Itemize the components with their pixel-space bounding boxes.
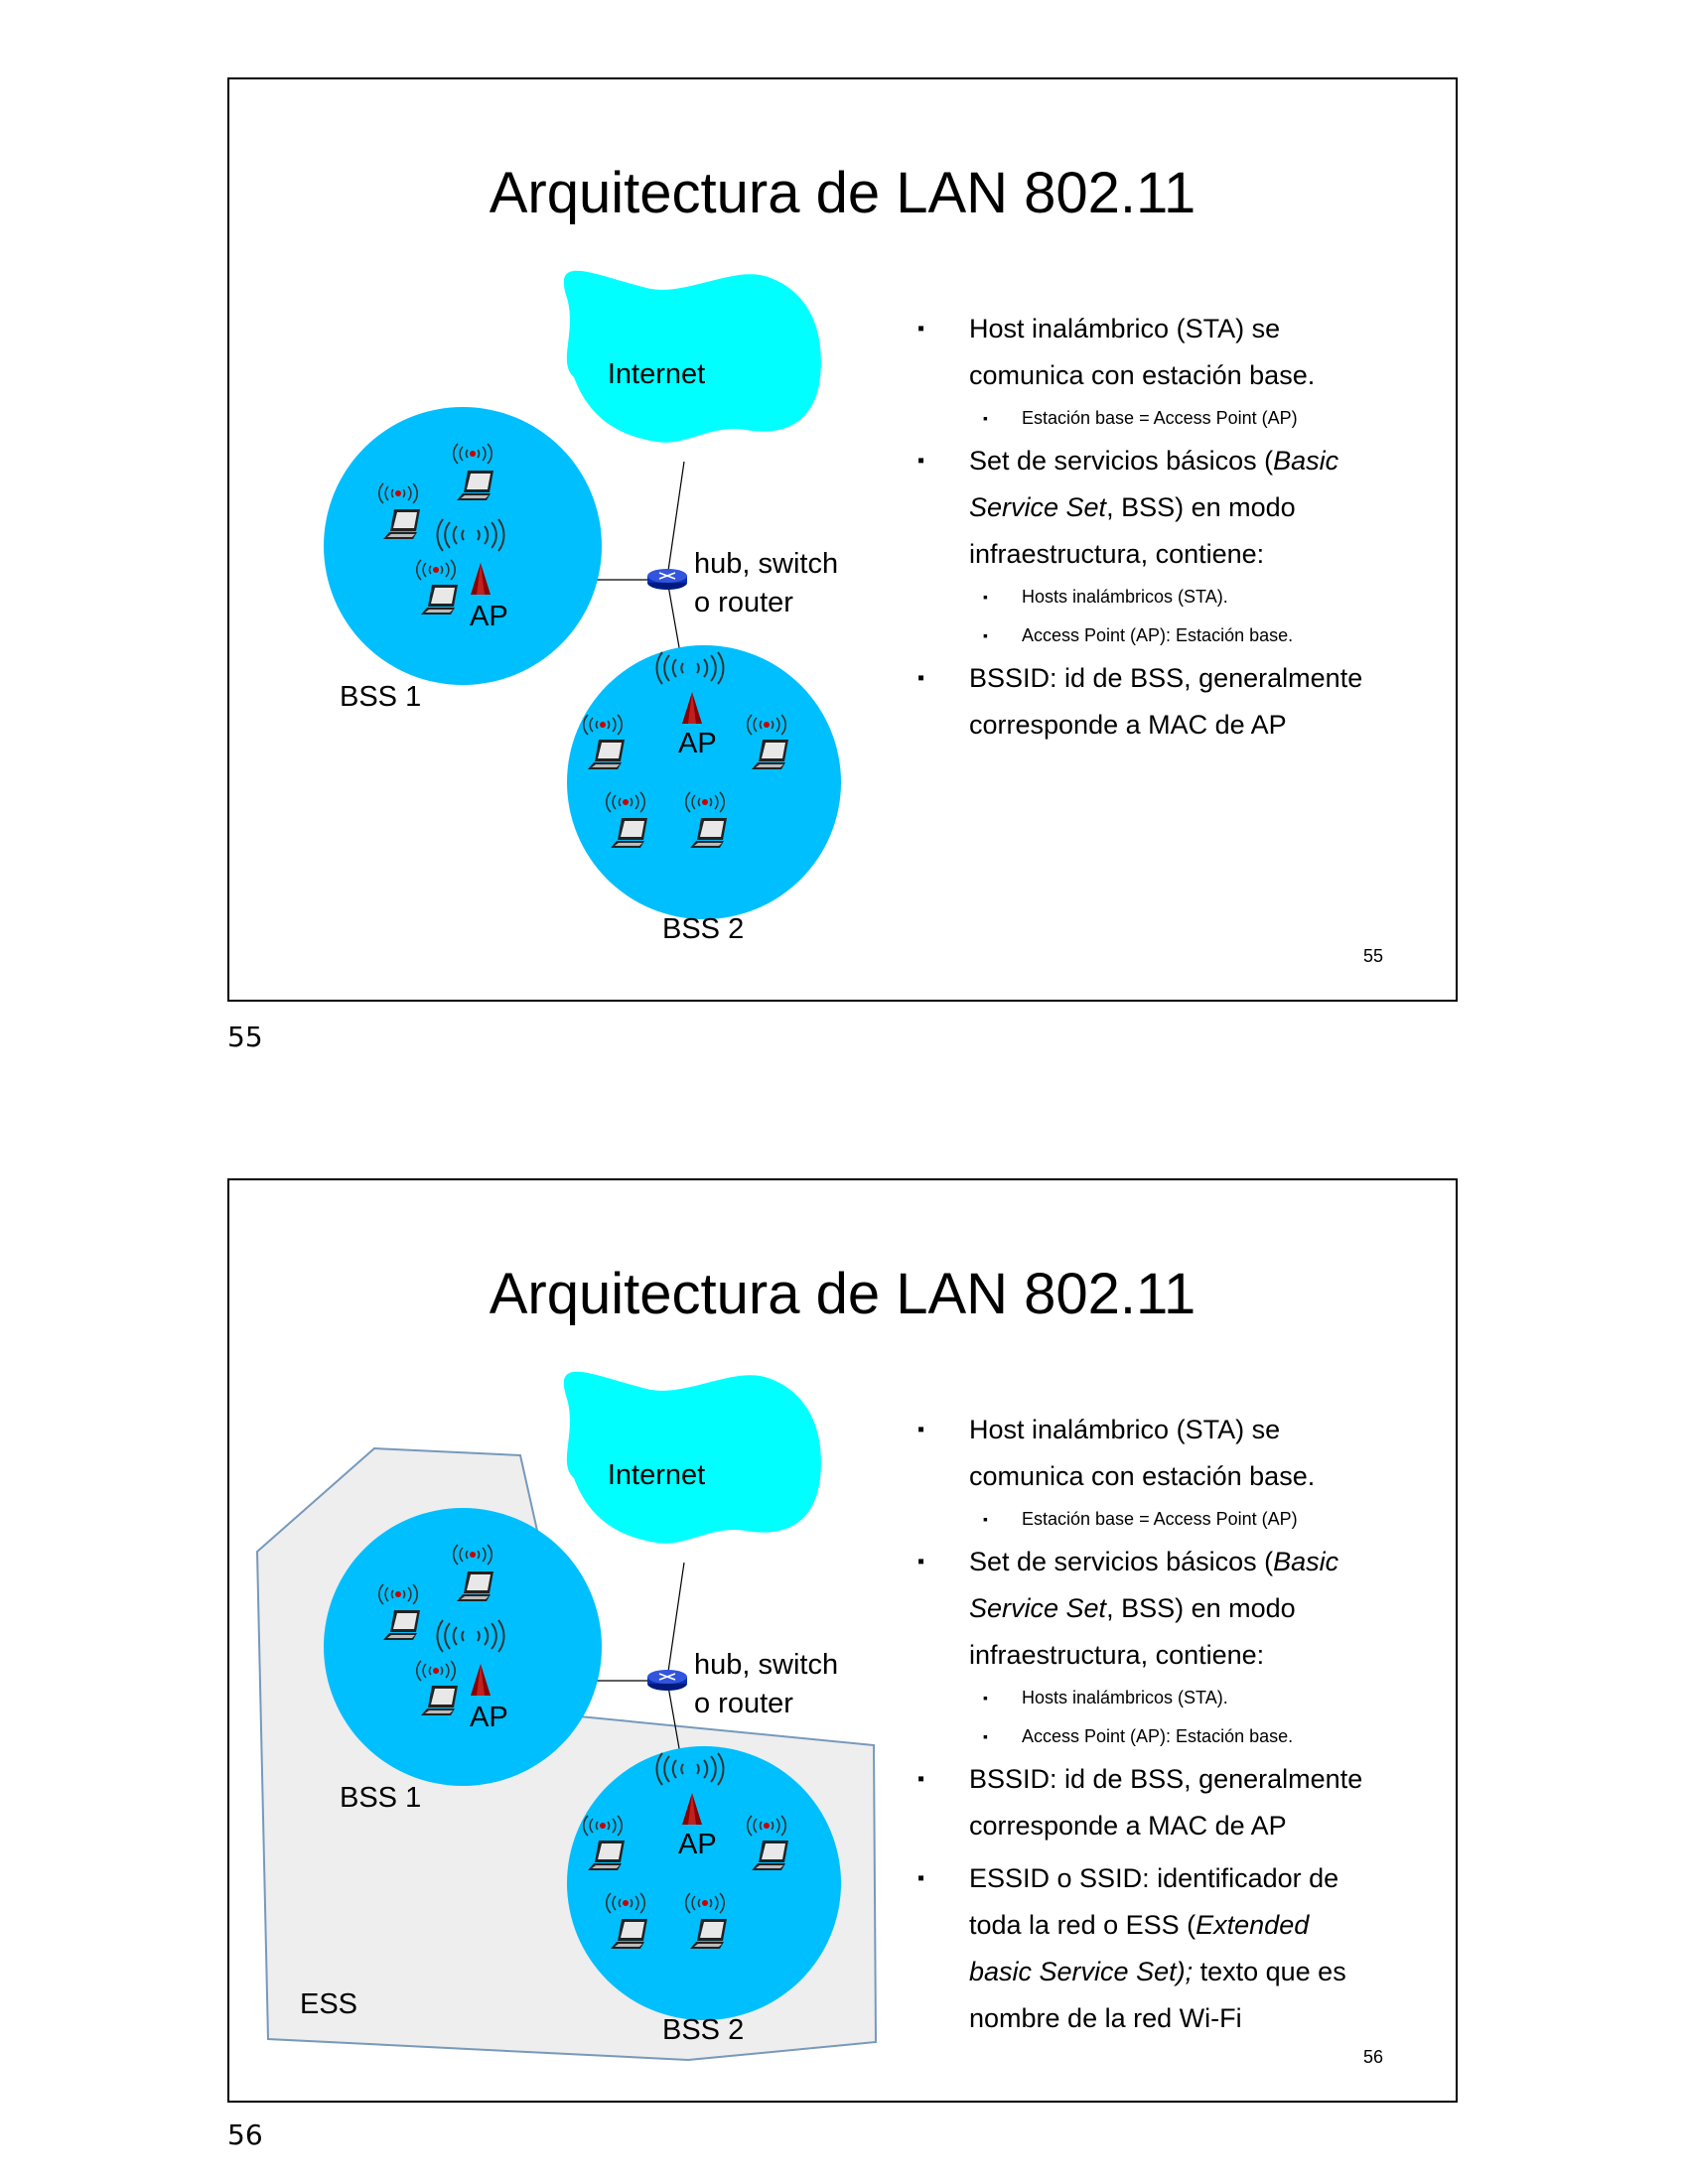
network-diagram: Internet hub, switch o router AP AP BSS … [324, 270, 841, 945]
router-icon [646, 568, 688, 591]
slide-title: Arquitectura de LAN 802.11 [489, 1262, 1196, 1326]
bullet-item: BSSID: id de BSS, generalmentecorrespond… [917, 1756, 1436, 1849]
internet-label: Internet [608, 358, 705, 390]
ap1-label: AP [470, 601, 508, 632]
sub-bullet-item: Hosts inalámbricos (STA). [919, 578, 1436, 616]
bss2-label: BSS 2 [662, 2014, 744, 2046]
bullet-item: BSSID: id de BSS, generalmentecorrespond… [917, 655, 1436, 749]
ap1-label: AP [470, 1702, 508, 1733]
sub-bullet-item: Access Point (AP): Estación base. [919, 616, 1436, 655]
bss1-cell [324, 1508, 602, 1786]
sub-bullet-item: Hosts inalámbricos (STA). [919, 1679, 1436, 1717]
bss1-cell [324, 407, 602, 685]
sub-bullet-item: Estación base = Access Point (AP) [919, 399, 1436, 438]
slide-56: Arquitectura de LAN 802.11 Internet hub,… [227, 1178, 1458, 2103]
slide-number: 55 [1363, 946, 1384, 966]
page-label: 56 [227, 2118, 263, 2151]
sub-bullet-item: Access Point (AP): Estación base. [919, 1717, 1436, 1756]
sub-bullet-item: Estación base = Access Point (AP) [919, 1500, 1436, 1539]
cloud-icon [563, 270, 821, 443]
bss2-cell [567, 645, 841, 919]
router-label-line1: hub, switch [694, 1649, 838, 1681]
slide-55: Arquitectura de LAN 802.11 Internet hub,… [227, 77, 1458, 1002]
bss2-label: BSS 2 [662, 913, 744, 945]
router-label-line2: o router [694, 587, 793, 618]
page-label: 55 [227, 1021, 263, 1053]
bss1-label: BSS 1 [340, 681, 421, 713]
internet-label: Internet [608, 1459, 705, 1491]
cloud-icon [563, 1371, 821, 1544]
bss1-label: BSS 1 [340, 1782, 421, 1814]
router-label-line1: hub, switch [694, 548, 838, 580]
slide-number: 56 [1363, 2047, 1384, 2067]
bss2-cell [567, 1746, 841, 2020]
router-label-line2: o router [694, 1688, 793, 1719]
ess-label: ESS [300, 1988, 357, 2020]
ap2-label: AP [678, 1829, 717, 1860]
network-diagram: Internet hub, switch o router AP AP BSS … [255, 1371, 878, 2062]
router-icon [646, 1669, 688, 1692]
slide-title: Arquitectura de LAN 802.11 [489, 161, 1196, 225]
ap2-label: AP [678, 728, 717, 759]
